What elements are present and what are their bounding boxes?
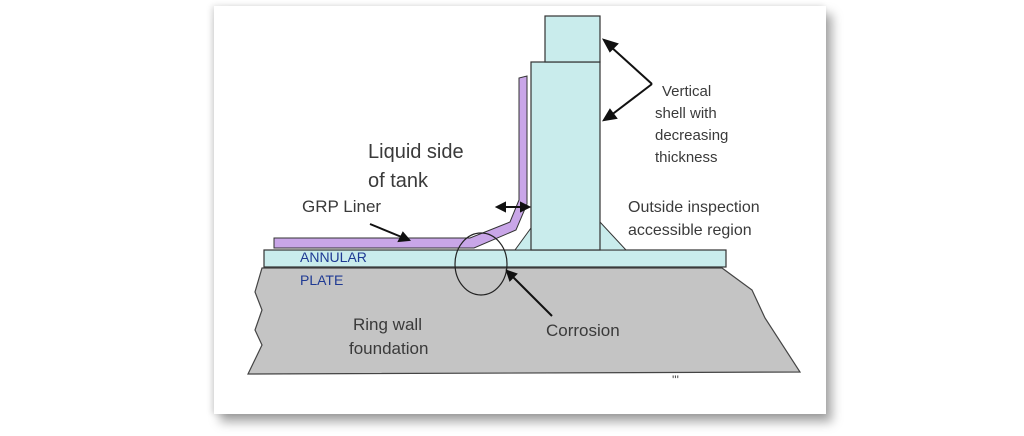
arrows: [369, 38, 653, 317]
annular-plate: [263, 249, 727, 268]
corrosion-label: Corrosion: [546, 321, 620, 340]
ring-wall-foundation: [247, 267, 802, 375]
grp-arrow-head: [397, 231, 412, 243]
bottom-tick-marks: ''': [672, 373, 679, 387]
grp-liner-label: GRP Liner: [302, 197, 381, 216]
outer-fillet-weld: [599, 220, 628, 251]
shell-label: Vertical shell with decreasing thickness: [655, 83, 733, 166]
inner-fillet-weld: [514, 226, 532, 251]
vertical-shell-lower: [530, 61, 601, 251]
corrosion-circle: [454, 232, 508, 296]
shell-arrow-lower: [609, 83, 653, 117]
grp-liner: [273, 75, 528, 249]
corrosion-arrow: [511, 275, 553, 317]
liquid-side-label: Liquid side of tank: [368, 141, 469, 192]
ring-wall-label: Ring wall foundation: [349, 315, 428, 358]
liquid-arrow-left-head: [494, 201, 506, 213]
grp-arrow: [369, 223, 405, 239]
liquid-arrow-right-head: [520, 201, 532, 213]
shell-arrow-upper: [609, 45, 653, 85]
shell-arrow-upper-head: [601, 38, 619, 53]
corrosion-arrow-head: [505, 269, 518, 282]
outside-inspection-label: Outside inspection accessible region: [628, 199, 764, 239]
shell-arrow-lower-head: [602, 108, 618, 122]
vertical-shell-upper: [544, 15, 601, 63]
annular-plate-label: ANNULAR PLATE: [300, 249, 371, 288]
